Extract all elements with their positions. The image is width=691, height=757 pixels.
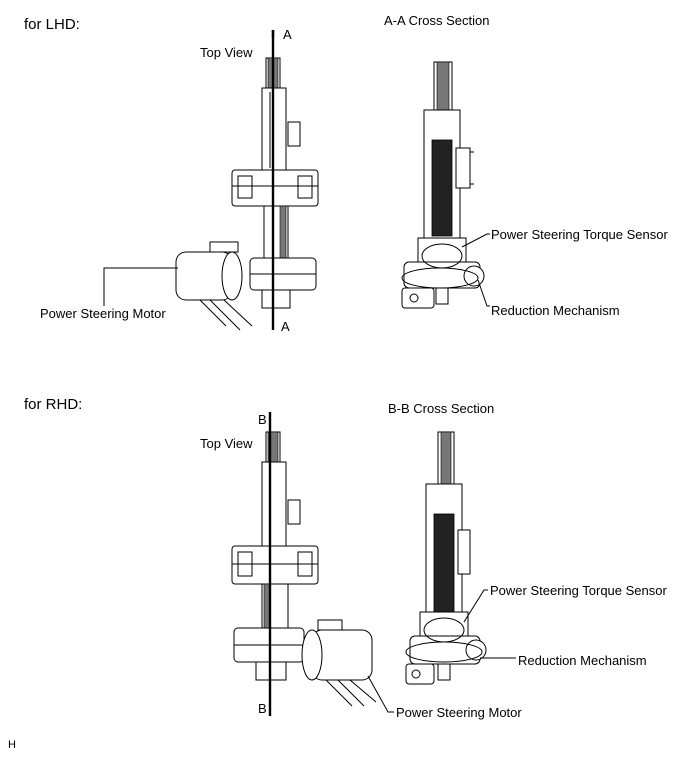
rhd-reduction-label: Reduction Mechanism: [518, 653, 647, 668]
lhd-axis-label-top: A: [283, 27, 292, 42]
rhd-section-title: B-B Cross Section: [388, 401, 495, 416]
lhd-torque-sensor-label: Power Steering Torque Sensor: [491, 227, 668, 242]
rhd-top-view-label: Top View: [200, 436, 253, 451]
rhd-torque-sensor-label: Power Steering Torque Sensor: [490, 583, 667, 598]
corner-mark: H: [8, 739, 16, 751]
lhd-header: for LHD:: [24, 16, 80, 33]
lhd-column-assembly: [175, 57, 319, 331]
rhd-axis-label-top: B: [258, 412, 267, 427]
rhd-header: for RHD:: [24, 396, 83, 413]
lhd-reduction-label: Reduction Mechanism: [491, 303, 620, 318]
lhd-section-title: A-A Cross Section: [384, 13, 490, 28]
lhd-motor-label: Power Steering Motor: [40, 306, 166, 321]
rhd-motor-label: Power Steering Motor: [396, 705, 522, 720]
lhd-axis-label-bottom: A: [281, 319, 290, 334]
lhd-top-view-label: Top View: [200, 45, 253, 60]
lhd-cross-section: [401, 61, 485, 309]
rhd-column-assembly: [231, 431, 377, 707]
rhd-cross-section: [405, 431, 487, 685]
rhd-axis-label-bottom: B: [258, 701, 267, 716]
